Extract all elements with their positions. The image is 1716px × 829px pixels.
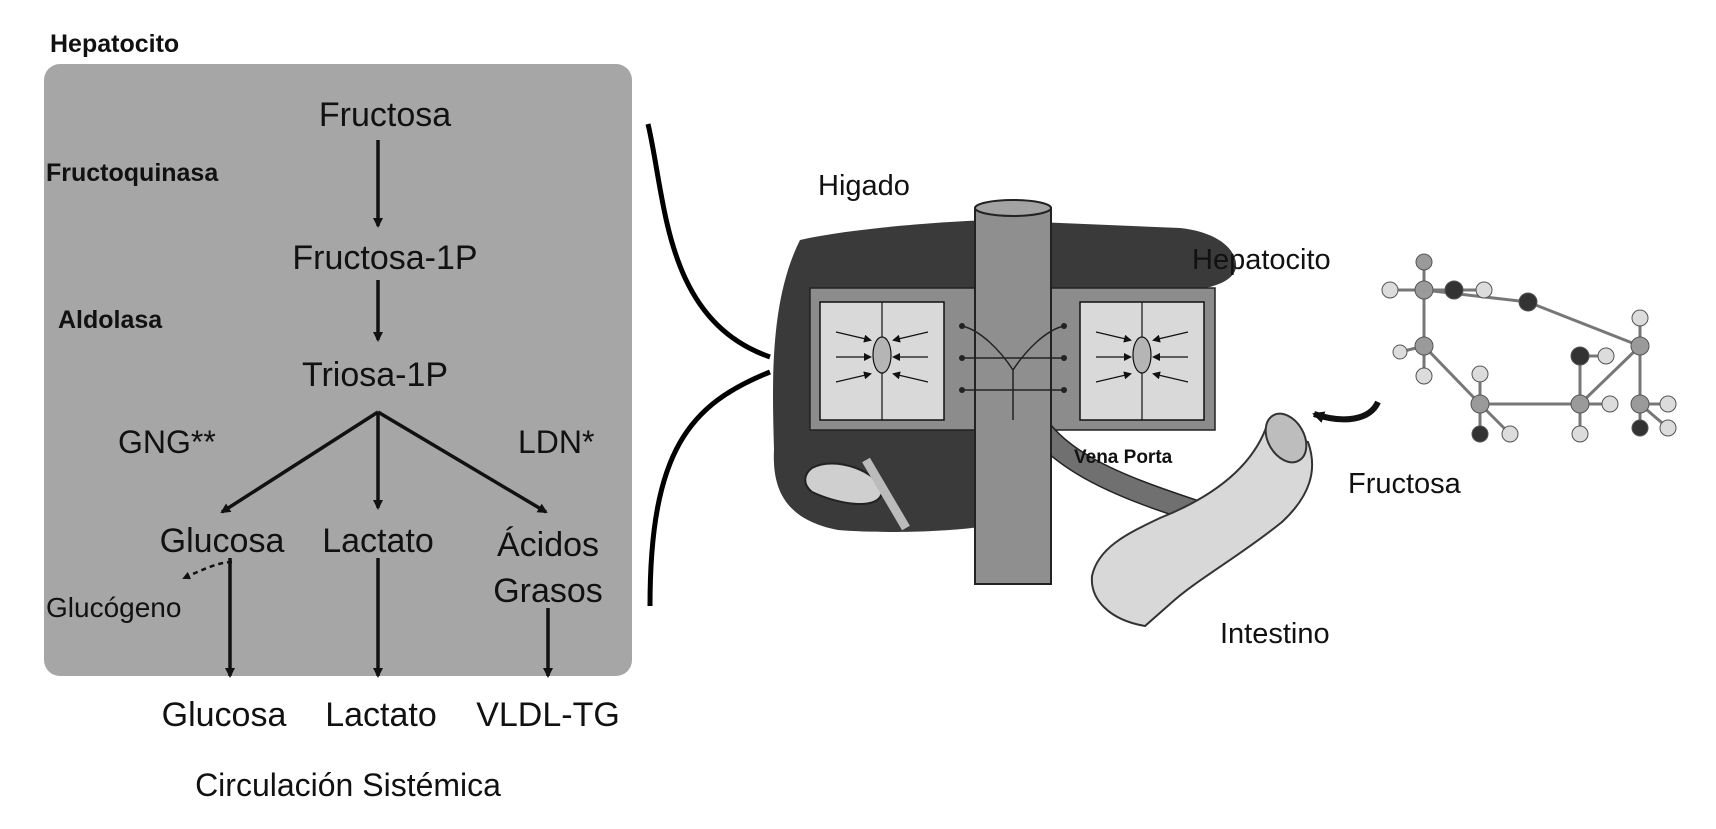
label-intestino: Intestino — [1220, 618, 1330, 650]
node-grasos: Grasos — [493, 572, 603, 610]
label-fructosa-molecule: Fructosa — [1348, 468, 1461, 500]
label-hepatocito: Hepatocito — [1192, 244, 1331, 276]
node-fructosa-1p: Fructosa-1P — [292, 239, 478, 277]
connector-upper — [645, 123, 771, 360]
node-lactato: Lactato — [322, 522, 434, 560]
label-vena-porta: Vena Porta — [1074, 447, 1173, 468]
connector-lower — [647, 369, 771, 607]
output-glucosa: Glucosa — [161, 696, 287, 734]
enzyme-aldolasa: Aldolasa — [58, 306, 163, 334]
fructose-entry-arrow — [1312, 400, 1381, 423]
arrow-triosa-to-acidos — [377, 410, 548, 514]
intestine-opening — [1264, 412, 1308, 464]
hepatocyte-panel-header: Hepatocito — [50, 30, 180, 58]
pathway-arrows — [182, 140, 553, 678]
arrow-glucosa-to-glucogeno — [182, 560, 233, 580]
intestine — [1090, 426, 1314, 628]
node-glucogeno: Glucógeno — [46, 592, 182, 623]
liver-illustration — [773, 199, 1314, 628]
enzyme-fructoquinasa: Fructoquinasa — [46, 159, 219, 187]
node-fructosa: Fructosa — [318, 96, 452, 134]
hepatocyte-panel — [44, 64, 632, 676]
pathway-gng: GNG** — [118, 424, 216, 460]
circulation-label: Circulación Sistémica — [195, 767, 501, 803]
label-higado: Higado — [818, 170, 910, 202]
output-vldl-tg: VLDL-TG — [476, 696, 620, 734]
gallbladder — [804, 462, 884, 505]
arrow-triosa-to-glucosa — [220, 410, 379, 514]
node-acidos: Ácidos — [496, 526, 600, 564]
pathway-ldn: LDN* — [518, 424, 595, 460]
output-lactato: Lactato — [325, 696, 437, 734]
fructose-molecule — [1381, 253, 1677, 443]
node-triosa-1p: Triosa-1P — [301, 356, 449, 394]
node-glucosa: Glucosa — [159, 522, 285, 560]
